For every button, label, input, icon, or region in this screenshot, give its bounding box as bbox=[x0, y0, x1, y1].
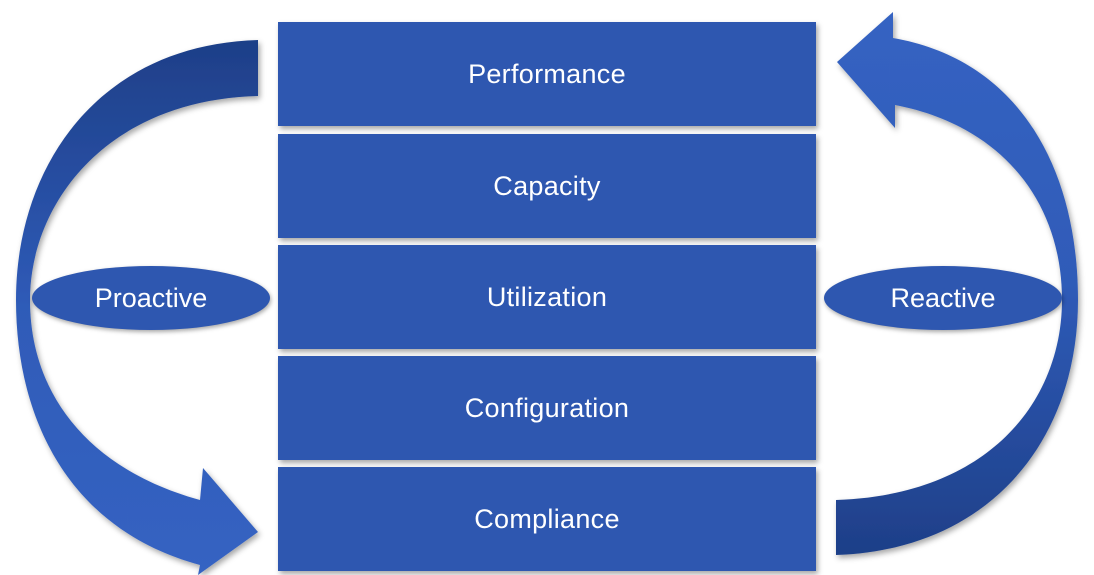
layer-utilization: Utilization bbox=[278, 245, 816, 349]
reactive-label: Reactive bbox=[890, 282, 996, 313]
proactive-curved-arrow bbox=[16, 40, 258, 575]
layer-label: Utilization bbox=[486, 281, 608, 312]
layer-capacity: Capacity bbox=[278, 134, 816, 238]
layer-performance: Performance bbox=[278, 22, 816, 126]
proactive-ellipse: Proactive bbox=[32, 266, 270, 330]
layer-compliance: Compliance bbox=[278, 467, 816, 571]
layer-label: Performance bbox=[468, 58, 626, 89]
proactive-label: Proactive bbox=[94, 282, 208, 313]
reactive-curved-arrow bbox=[836, 12, 1078, 555]
layer-label: Compliance bbox=[474, 503, 620, 534]
layer-label: Configuration bbox=[464, 392, 630, 423]
layer-configuration: Configuration bbox=[278, 356, 816, 460]
layer-label: Capacity bbox=[493, 170, 601, 201]
reactive-ellipse: Reactive bbox=[824, 266, 1062, 330]
